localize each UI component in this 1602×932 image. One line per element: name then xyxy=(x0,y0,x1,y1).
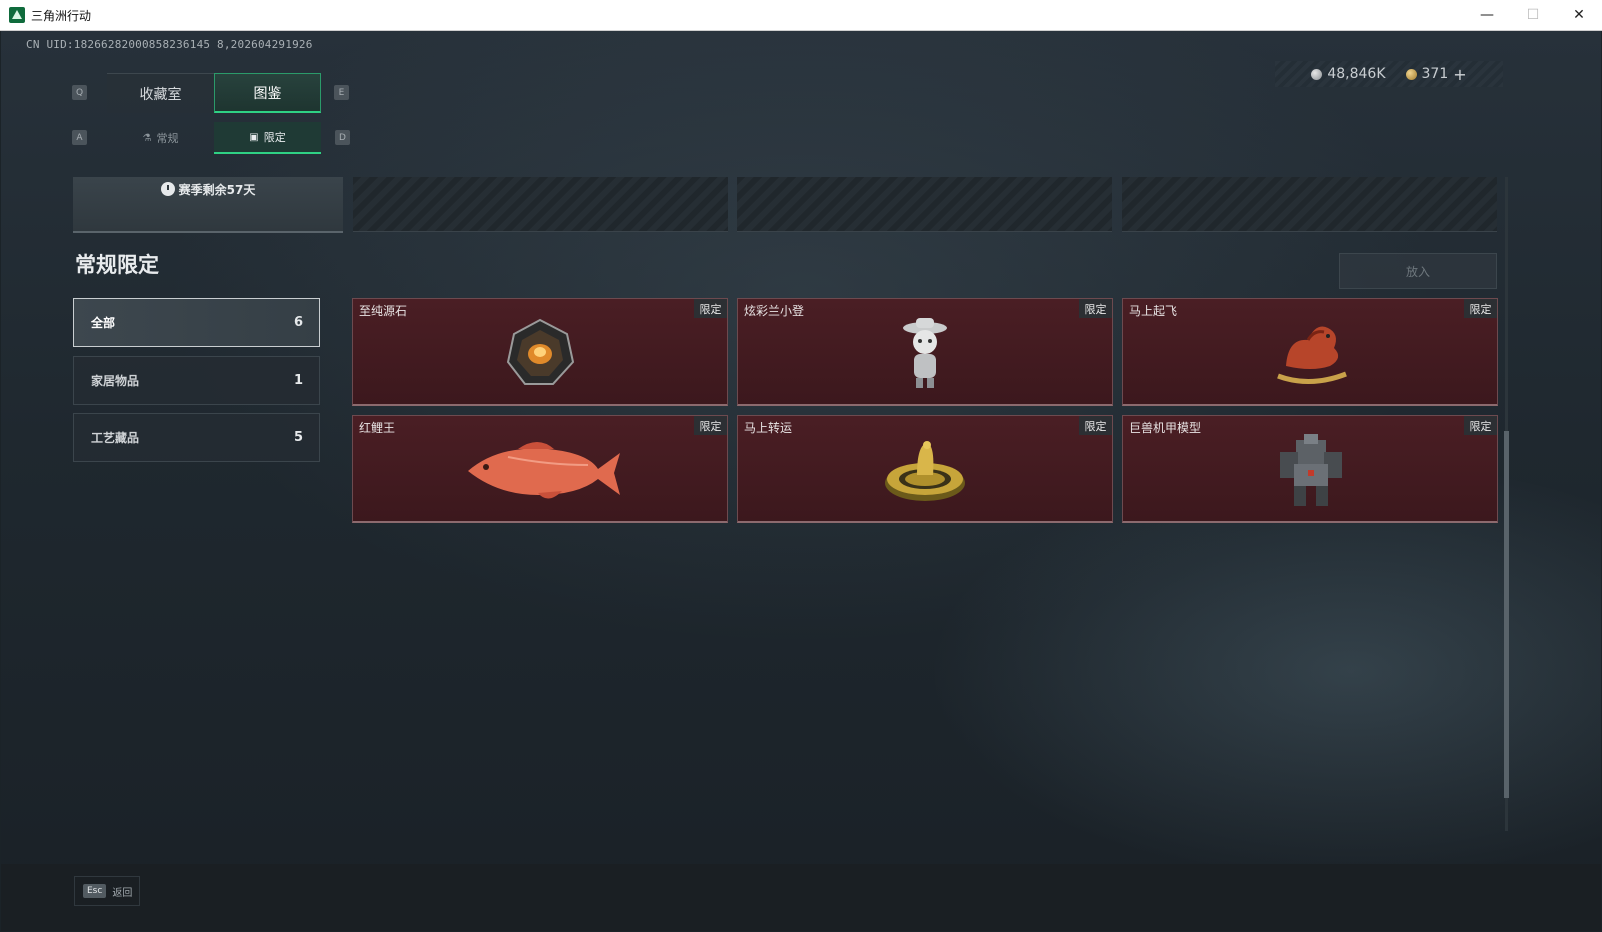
section-title: 常规限定 xyxy=(75,253,159,277)
clock-icon xyxy=(160,182,175,196)
banner-slot-2 xyxy=(737,177,1112,232)
limited-badge: 限定 xyxy=(1079,416,1112,435)
subtab-limited-label: 限定 xyxy=(263,131,286,144)
subtab-limited[interactable]: ▣ 限定 xyxy=(214,122,321,154)
horse-icon xyxy=(1277,326,1347,385)
bottom-bar: Esc 返回 xyxy=(1,864,1601,931)
minimize-button[interactable]: — xyxy=(1480,7,1494,23)
gem-icon xyxy=(506,318,575,385)
key-hint-e: E xyxy=(334,85,349,100)
item-card-behemoth-mech-model[interactable]: 巨兽机甲模型 限定 xyxy=(1122,415,1498,523)
item-name: 巨兽机甲模型 xyxy=(1129,421,1202,435)
item-card-horse-takeoff[interactable]: 马上起飞 限定 xyxy=(1122,298,1498,406)
season-remaining-text: 赛季剩余57天 xyxy=(178,183,256,197)
tab-collection-room[interactable]: 收藏室 xyxy=(107,73,214,113)
window-titlebar: 三角洲行动 — ☐ ✕ xyxy=(0,0,1602,31)
tab-codex[interactable]: 图鉴 xyxy=(214,73,321,113)
app-logo-icon xyxy=(9,7,25,23)
main-tabs: 收藏室 图鉴 xyxy=(107,73,321,113)
key-hint-d: D xyxy=(335,130,350,145)
currency-bar: 48,846K 371 + xyxy=(1275,61,1503,87)
limited-badge: 限定 xyxy=(694,416,727,435)
category-label: 家居物品 xyxy=(91,374,140,388)
category-all[interactable]: 全部 6 xyxy=(73,298,320,347)
limited-badge: 限定 xyxy=(694,299,727,318)
esc-key-hint: Esc xyxy=(83,884,107,898)
item-name: 至纯源石 xyxy=(359,304,408,318)
maximize-button[interactable]: ☐ xyxy=(1526,7,1540,23)
flask-icon: ⚗ xyxy=(142,132,152,144)
category-home-items[interactable]: 家居物品 1 xyxy=(73,356,320,405)
category-craft-collectibles[interactable]: 工艺藏品 5 xyxy=(73,413,320,462)
silver-currency: 48,846K xyxy=(1311,66,1386,82)
add-currency-button[interactable]: + xyxy=(1453,64,1467,84)
item-card-red-carp-king[interactable]: 红鲤王 限定 xyxy=(352,415,728,523)
uid-text: CN UID:18266282000858236145 8,2026042919… xyxy=(26,38,313,51)
subtab-regular-label: 常规 xyxy=(156,132,179,145)
back-button[interactable]: Esc 返回 xyxy=(74,876,140,906)
banner-slot-1 xyxy=(353,177,728,232)
category-count: 6 xyxy=(293,315,303,330)
window-controls: — ☐ ✕ xyxy=(1464,0,1602,31)
gold-amount: 371 xyxy=(1421,66,1449,82)
category-count: 1 xyxy=(293,373,303,388)
mech-icon xyxy=(1280,434,1342,506)
doll-icon xyxy=(903,318,947,388)
sub-tabs: ⚗ 常规 ▣ 限定 xyxy=(107,122,321,154)
item-name: 红鲤王 xyxy=(359,421,396,435)
subtab-regular[interactable]: ⚗ 常规 xyxy=(107,122,214,154)
wheel-icon xyxy=(885,441,965,501)
item-name: 炫彩兰小登 xyxy=(744,304,805,318)
gold-currency: 371 + xyxy=(1405,64,1467,84)
window-title: 三角洲行动 xyxy=(31,8,92,23)
silver-amount: 48,846K xyxy=(1327,66,1386,82)
silver-coin-icon xyxy=(1311,68,1323,80)
put-in-button[interactable]: 放入 xyxy=(1339,253,1497,289)
close-button[interactable]: ✕ xyxy=(1573,7,1585,23)
item-card-horse-fortune[interactable]: 马上转运 限定 xyxy=(737,415,1113,523)
key-hint-a: A xyxy=(72,130,87,145)
fish-icon xyxy=(468,442,620,499)
limited-badge: 限定 xyxy=(1079,299,1112,318)
key-hint-q: Q xyxy=(72,85,87,100)
season-timer: 赛季剩余57天 xyxy=(73,177,343,233)
scrollbar-thumb[interactable] xyxy=(1504,431,1509,798)
item-card-pure-source-stone[interactable]: 至纯源石 限定 xyxy=(352,298,728,406)
item-name: 马上起飞 xyxy=(1129,304,1178,318)
banner-slot-3 xyxy=(1122,177,1497,232)
limited-badge: 限定 xyxy=(1464,416,1497,435)
back-label: 返回 xyxy=(112,887,133,899)
game-viewport: CN UID:18266282000858236145 8,2026042919… xyxy=(1,31,1601,931)
item-card-colorful-doll[interactable]: 炫彩兰小登 限定 xyxy=(737,298,1113,406)
gold-coin-icon xyxy=(1405,68,1417,80)
picture-icon: ▣ xyxy=(249,131,259,143)
category-label: 工艺藏品 xyxy=(91,431,140,445)
category-count: 5 xyxy=(293,430,303,445)
category-label: 全部 xyxy=(91,316,116,330)
item-name: 马上转运 xyxy=(744,421,793,435)
limited-badge: 限定 xyxy=(1464,299,1497,318)
